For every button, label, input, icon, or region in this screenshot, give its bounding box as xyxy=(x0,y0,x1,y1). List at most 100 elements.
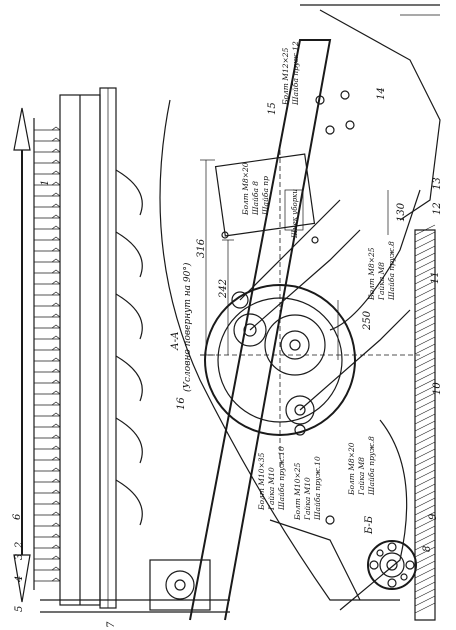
hatch-line xyxy=(414,532,436,544)
hatch-line xyxy=(414,259,436,271)
svg-text:Шайба 8: Шайба 8 xyxy=(251,181,260,216)
tine-tip xyxy=(51,401,61,406)
hatch-line xyxy=(414,462,436,474)
tine-tip xyxy=(51,423,61,428)
tine-tip xyxy=(51,445,61,450)
gearbox-hub xyxy=(165,570,195,600)
tine-tip xyxy=(51,280,61,285)
hatch-line xyxy=(414,350,436,362)
link-arm xyxy=(239,199,341,301)
callout-1: 1 xyxy=(40,180,51,186)
bolt-holes xyxy=(221,90,355,525)
tine-tip xyxy=(51,126,61,131)
section-b-b-hub xyxy=(367,540,417,590)
hatch-line xyxy=(414,308,436,320)
callout-15: 15 xyxy=(267,102,278,115)
tine-tip xyxy=(51,258,61,263)
hatch-line xyxy=(414,378,436,390)
lower-arm xyxy=(269,519,361,601)
hatch-line xyxy=(414,315,436,327)
hatch-line xyxy=(414,385,436,397)
tine-tip xyxy=(51,159,61,164)
hatch-line xyxy=(414,420,436,432)
hatch-line xyxy=(414,525,436,537)
sprocket-hub xyxy=(280,330,310,360)
tine-tip xyxy=(51,247,61,252)
tine-tip xyxy=(51,478,61,483)
upper-housing xyxy=(319,9,441,221)
hub-bore xyxy=(386,559,398,571)
hatch-line xyxy=(414,581,436,593)
hatch-line xyxy=(414,574,436,586)
hatch-line xyxy=(414,357,436,369)
tine-tip xyxy=(51,269,61,274)
tine-tip xyxy=(51,346,61,351)
svg-text:Гайка М10: Гайка М10 xyxy=(267,467,276,511)
callout-6: 6 xyxy=(12,513,23,520)
gearbox-shaft xyxy=(174,579,186,591)
hatch-line xyxy=(414,497,436,509)
tine-tip xyxy=(51,368,61,373)
tine-tip xyxy=(51,390,61,395)
hatch-line xyxy=(414,392,436,404)
tine-tip xyxy=(51,544,61,549)
hub-flange xyxy=(367,540,417,590)
name-plate xyxy=(284,189,304,231)
hatch-line xyxy=(414,371,436,383)
svg-text:Гайка М8: Гайка М8 xyxy=(377,262,386,301)
hatch-line xyxy=(414,595,436,607)
gearbox-housing xyxy=(149,559,211,611)
note-lower-right: Болт М8×20 Гайка М8 Шайба пруж.8 xyxy=(347,436,376,496)
lower-shroud xyxy=(339,419,408,611)
tine-tip xyxy=(51,467,61,472)
hatch-line xyxy=(414,413,436,425)
tine-tip xyxy=(51,214,61,219)
tine-tip xyxy=(51,335,61,340)
dimension-labels: 316 242 250 130 xyxy=(196,202,407,331)
tine-tip xyxy=(51,302,61,307)
callout-2: 2 xyxy=(14,542,25,549)
hatch-line xyxy=(414,455,436,467)
tine-tip xyxy=(51,434,61,439)
tine-tip xyxy=(51,313,61,318)
section-b-b-label: Б-Б xyxy=(364,515,375,535)
hatch-line xyxy=(414,448,436,460)
hub-bore-ring xyxy=(379,552,405,578)
hatch-line xyxy=(414,294,436,306)
hatch-line xyxy=(414,245,436,257)
svg-text:Гайка М8: Гайка М8 xyxy=(357,457,366,496)
svg-text:Шайба пруж.8: Шайба пруж.8 xyxy=(367,436,376,496)
callout-13: 13 xyxy=(432,177,443,190)
plate-text: Шнек уборки xyxy=(291,189,299,239)
svg-text:Болт М12×25: Болт М12×25 xyxy=(281,47,290,106)
dim-242: 242 xyxy=(218,279,229,299)
callout-9: 9 xyxy=(428,513,439,520)
tension-hub xyxy=(294,404,306,416)
hatch-line xyxy=(414,280,436,292)
tine-tip xyxy=(51,148,61,153)
hatch-line xyxy=(414,406,436,418)
tine-tip xyxy=(51,456,61,461)
auger-flight xyxy=(115,293,143,340)
hatch-line xyxy=(414,399,436,411)
hatch-line xyxy=(414,343,436,355)
hatch-line xyxy=(414,518,436,530)
housing-outline xyxy=(159,99,400,601)
hatch-line xyxy=(414,483,436,495)
callout-14: 14 xyxy=(376,87,387,100)
hatch-line xyxy=(414,364,436,376)
hatch-line xyxy=(414,427,436,439)
tine-tip xyxy=(51,412,61,417)
sprocket-shaft xyxy=(289,339,301,351)
auger-flight xyxy=(115,479,143,526)
tine-tip xyxy=(51,291,61,296)
hatch-line xyxy=(414,322,436,334)
svg-text:Шайба пруж.10: Шайба пруж.10 xyxy=(313,456,322,521)
hatch-line xyxy=(414,511,436,523)
hatch-line xyxy=(414,476,436,488)
hatch-line xyxy=(414,588,436,600)
hatch-line xyxy=(414,441,436,453)
callout-11: 11 xyxy=(430,271,441,284)
pin-a xyxy=(231,291,249,309)
